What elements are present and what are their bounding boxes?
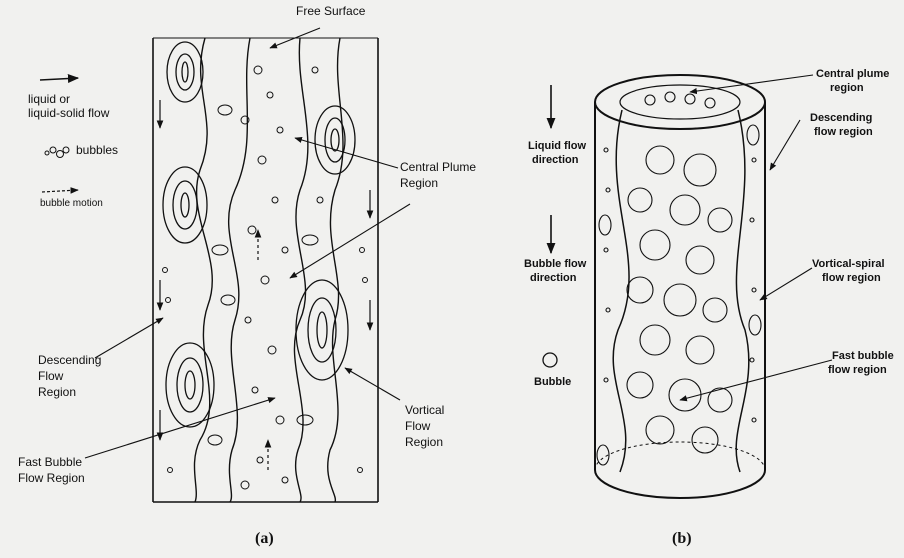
descending-flow-label-3: Region [38, 385, 76, 400]
panel-b-legend-symbols [543, 85, 557, 367]
legend-flow-label-1: liquid or [28, 92, 70, 107]
bubble-label: Bubble [534, 376, 571, 389]
bubbles-icon [45, 147, 69, 158]
panel-b-cylinder [595, 75, 765, 498]
bubble-flow-direction-label-1: Bubble flow [524, 258, 586, 271]
descending-flow-region-label-1: Descending [810, 112, 872, 125]
descending-flow-label-1: Descending [38, 353, 101, 368]
bubble-flow-direction-label-2: direction [530, 272, 576, 285]
vortical-flow-label-1: Vortical [405, 403, 444, 418]
panel-a-caption: (a) [255, 530, 274, 548]
liquid-flow-direction-label-2: direction [532, 154, 578, 167]
legend-bubble-motion-label: bubble motion [40, 196, 103, 211]
central-plume-region-label-2: region [830, 82, 864, 95]
liquid-flow-direction-label-1: Liquid flow [528, 140, 586, 153]
bubble-motion-icon [42, 190, 78, 192]
vortical-spiral-flow-region-label-1: Vortical-spiral [812, 258, 885, 271]
vortical-flow-label-2: Flow [405, 419, 430, 434]
fast-bubble-flow-region-label-2: flow region [828, 364, 887, 377]
panel-a-column [153, 38, 378, 502]
central-plume-label-2: Region [400, 176, 438, 191]
vortical-flow-label-3: Region [405, 435, 443, 450]
descending-flow-label-2: Flow [38, 369, 63, 384]
descending-flow-region-label-2: flow region [814, 126, 873, 139]
legend-flow-label-2: liquid-solid flow [28, 106, 109, 121]
free-surface-label: Free Surface [296, 4, 365, 19]
fast-bubble-flow-label-2: Flow Region [18, 471, 85, 486]
panel-b-caption: (b) [672, 530, 692, 548]
fast-bubble-flow-region-label-1: Fast bubble [832, 350, 894, 363]
panel-a-vortices [163, 42, 355, 427]
fast-bubble-flow-label-1: Fast Bubble [18, 455, 82, 470]
central-plume-label-1: Central Plume [400, 160, 476, 175]
flow-arrow-icon [40, 78, 78, 80]
bubble-icon [543, 353, 557, 367]
central-plume-region-label-1: Central plume [816, 68, 889, 81]
legend-bubbles-label: bubbles [76, 143, 118, 158]
vortical-spiral-flow-region-label-2: flow region [822, 272, 881, 285]
